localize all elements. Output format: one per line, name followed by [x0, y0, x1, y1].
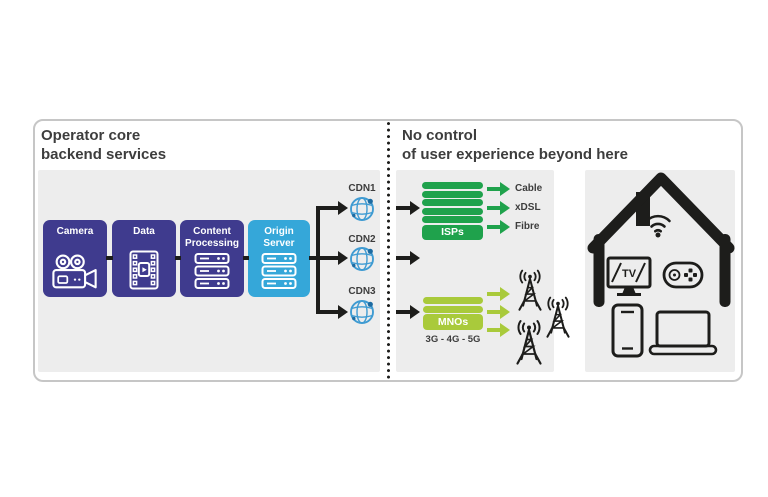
data-box: Data	[112, 220, 176, 297]
isps-label: ISPs	[422, 225, 483, 240]
left-section-title: Operator core backend services	[41, 127, 167, 163]
cdn1-label: CDN1	[348, 183, 376, 194]
smartphone-icon	[611, 303, 644, 358]
house-outline	[587, 172, 735, 307]
origin-output-line	[309, 256, 320, 260]
mnos-label: MNOs	[423, 314, 483, 330]
right-section-title: No control of user experience beyond her…	[402, 127, 628, 163]
data-box-label: Data	[133, 226, 155, 237]
wifi-icon	[645, 214, 671, 238]
cable-arrow	[487, 182, 510, 196]
gamepad-icon	[662, 261, 704, 289]
cable-label: Cable	[515, 183, 543, 194]
no-control-divider-dotted-line	[387, 122, 390, 380]
globe-icon	[350, 300, 374, 324]
origin-server-box: Origin Server	[248, 220, 310, 297]
cell-tower-icon	[516, 320, 542, 365]
content-processing-box: Content Processing	[180, 220, 244, 297]
content-processing-box-label: Content Processing	[185, 226, 239, 249]
cdn-branch-line	[316, 206, 320, 314]
mno-arrow	[487, 287, 510, 301]
arrow-to-cdn3	[318, 305, 348, 319]
fibre-arrow	[487, 220, 510, 234]
video-camera-icon	[52, 254, 97, 289]
arrow-to-isps	[396, 201, 420, 215]
tv-label: TV	[622, 268, 637, 280]
camera-box: Camera	[43, 220, 107, 297]
film-strip-icon	[129, 250, 159, 290]
cell-tower-icon	[518, 269, 542, 311]
origin-server-box-label: Origin Server	[263, 226, 295, 249]
connector-line	[106, 256, 113, 260]
arrow-beyond-control	[396, 251, 420, 265]
cdn2-label: CDN2	[348, 234, 376, 245]
laptop-icon	[648, 310, 718, 356]
cdn3-label: CDN3	[348, 286, 376, 297]
camera-box-label: Camera	[56, 226, 94, 237]
connector-line	[243, 256, 249, 260]
fibre-label: Fibre	[515, 221, 540, 232]
globe-icon	[350, 197, 374, 221]
xdsl-arrow	[487, 201, 510, 215]
mno-generations-label: 3G - 4G - 5G	[425, 334, 481, 345]
server-stack-icon	[261, 253, 297, 289]
arrow-to-cdn1	[318, 201, 348, 215]
arrow-to-cdn2	[318, 251, 348, 265]
cell-tower-icon	[546, 296, 570, 338]
xdsl-label: xDSL	[515, 202, 541, 213]
mno-arrow	[487, 305, 510, 319]
connector-line	[175, 256, 181, 260]
globe-icon	[350, 247, 374, 271]
house-icon: TV	[587, 172, 735, 358]
tv-icon: TV	[606, 256, 652, 296]
mno-arrow	[487, 323, 510, 337]
server-stack-icon	[194, 253, 230, 289]
arrow-to-mnos	[396, 305, 420, 319]
